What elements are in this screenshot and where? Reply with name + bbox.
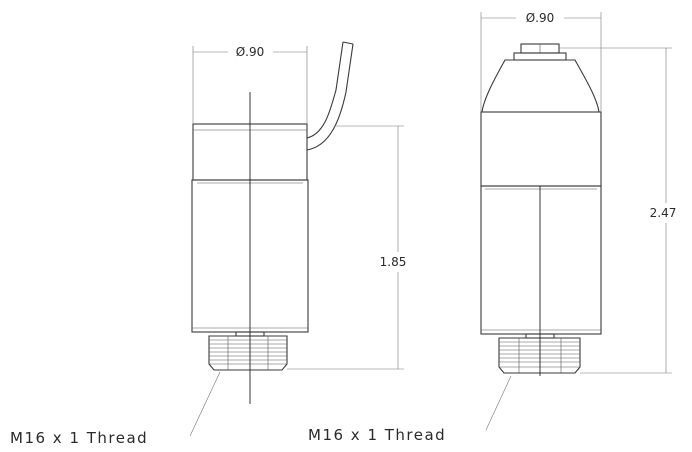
left-sensor-view: Ø.90 1.85 M16 x 1 Thread: [10, 41, 407, 447]
right-top-connector: [481, 43, 600, 113]
right-diameter-dimension: [480, 12, 602, 112]
right-height-label: 2.47: [650, 206, 677, 220]
left-thread-leader: [189, 371, 221, 437]
right-upper-body: [480, 111, 602, 187]
left-cable: [306, 41, 354, 151]
left-thread-label: M16 x 1 Thread: [10, 429, 148, 447]
right-main-body: [480, 185, 602, 335]
right-sensor-view: Ø.90 2.47 M16 x 1 Thread: [308, 11, 676, 444]
right-thread-leader: [485, 375, 512, 431]
right-thread-label: M16 x 1 Thread: [308, 426, 446, 444]
left-height-label: 1.85: [380, 255, 407, 269]
left-diameter-dimension: [192, 46, 308, 124]
right-height-dimension: [559, 47, 672, 374]
right-thread: [498, 337, 581, 374]
left-thread: [208, 335, 288, 371]
right-diameter-label: Ø.90: [526, 11, 555, 25]
left-diameter-label: Ø.90: [236, 45, 265, 59]
left-height-dimension: [287, 125, 404, 370]
